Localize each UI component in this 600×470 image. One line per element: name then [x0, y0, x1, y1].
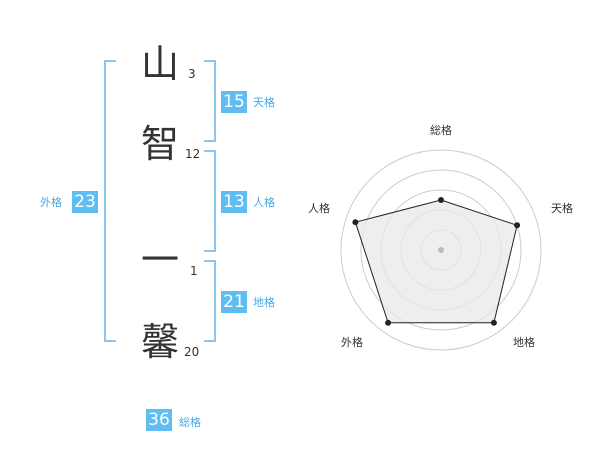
- radar-area: [354, 199, 518, 324]
- stroke-count-1: 3: [188, 67, 196, 81]
- radar-ring: [360, 169, 522, 331]
- name-char-1: 山: [140, 42, 179, 86]
- radar-axis-label-gaikaku: 外格: [341, 335, 363, 349]
- tenkaku-value: 15: [221, 91, 247, 113]
- chikaku-value: 21: [221, 291, 247, 313]
- stroke-count-3: 1: [190, 264, 198, 278]
- radar-point: [385, 319, 392, 326]
- name-char-4: 馨: [140, 320, 179, 364]
- radar-point: [352, 219, 359, 226]
- gaikaku-value: 23: [72, 191, 98, 213]
- soukaku-value: 36: [146, 409, 172, 431]
- gaikaku-label: 外格: [40, 196, 62, 209]
- stroke-count-2: 12: [185, 147, 201, 161]
- gaikaku-bracket: [104, 60, 116, 342]
- radar-center-dot: [438, 247, 444, 253]
- radar-point: [490, 319, 497, 326]
- soukaku-label: 総格: [179, 416, 201, 429]
- radar-point: [438, 197, 444, 203]
- radar-point: [514, 222, 521, 229]
- tenkaku-label: 天格: [253, 96, 275, 109]
- radar-axis-label-chikaku: 地格: [513, 335, 535, 349]
- tenkaku-bracket: [204, 60, 216, 142]
- radar-axis-label-tenkaku: 天格: [551, 201, 573, 215]
- chikaku-bracket: [204, 260, 216, 342]
- chikaku-label: 地格: [253, 296, 275, 309]
- jinkaku-label: 人格: [253, 196, 275, 209]
- name-char-3: 一: [140, 238, 179, 282]
- jinkaku-bracket: [204, 150, 216, 252]
- radar-axis-label-jinkaku: 人格: [308, 201, 330, 215]
- stroke-count-4: 20: [184, 345, 200, 359]
- jinkaku-value: 13: [221, 191, 247, 213]
- radar-axis-label-soukaku: 総格: [430, 123, 452, 137]
- name-char-2: 智: [140, 122, 179, 166]
- radar-ring: [340, 149, 542, 351]
